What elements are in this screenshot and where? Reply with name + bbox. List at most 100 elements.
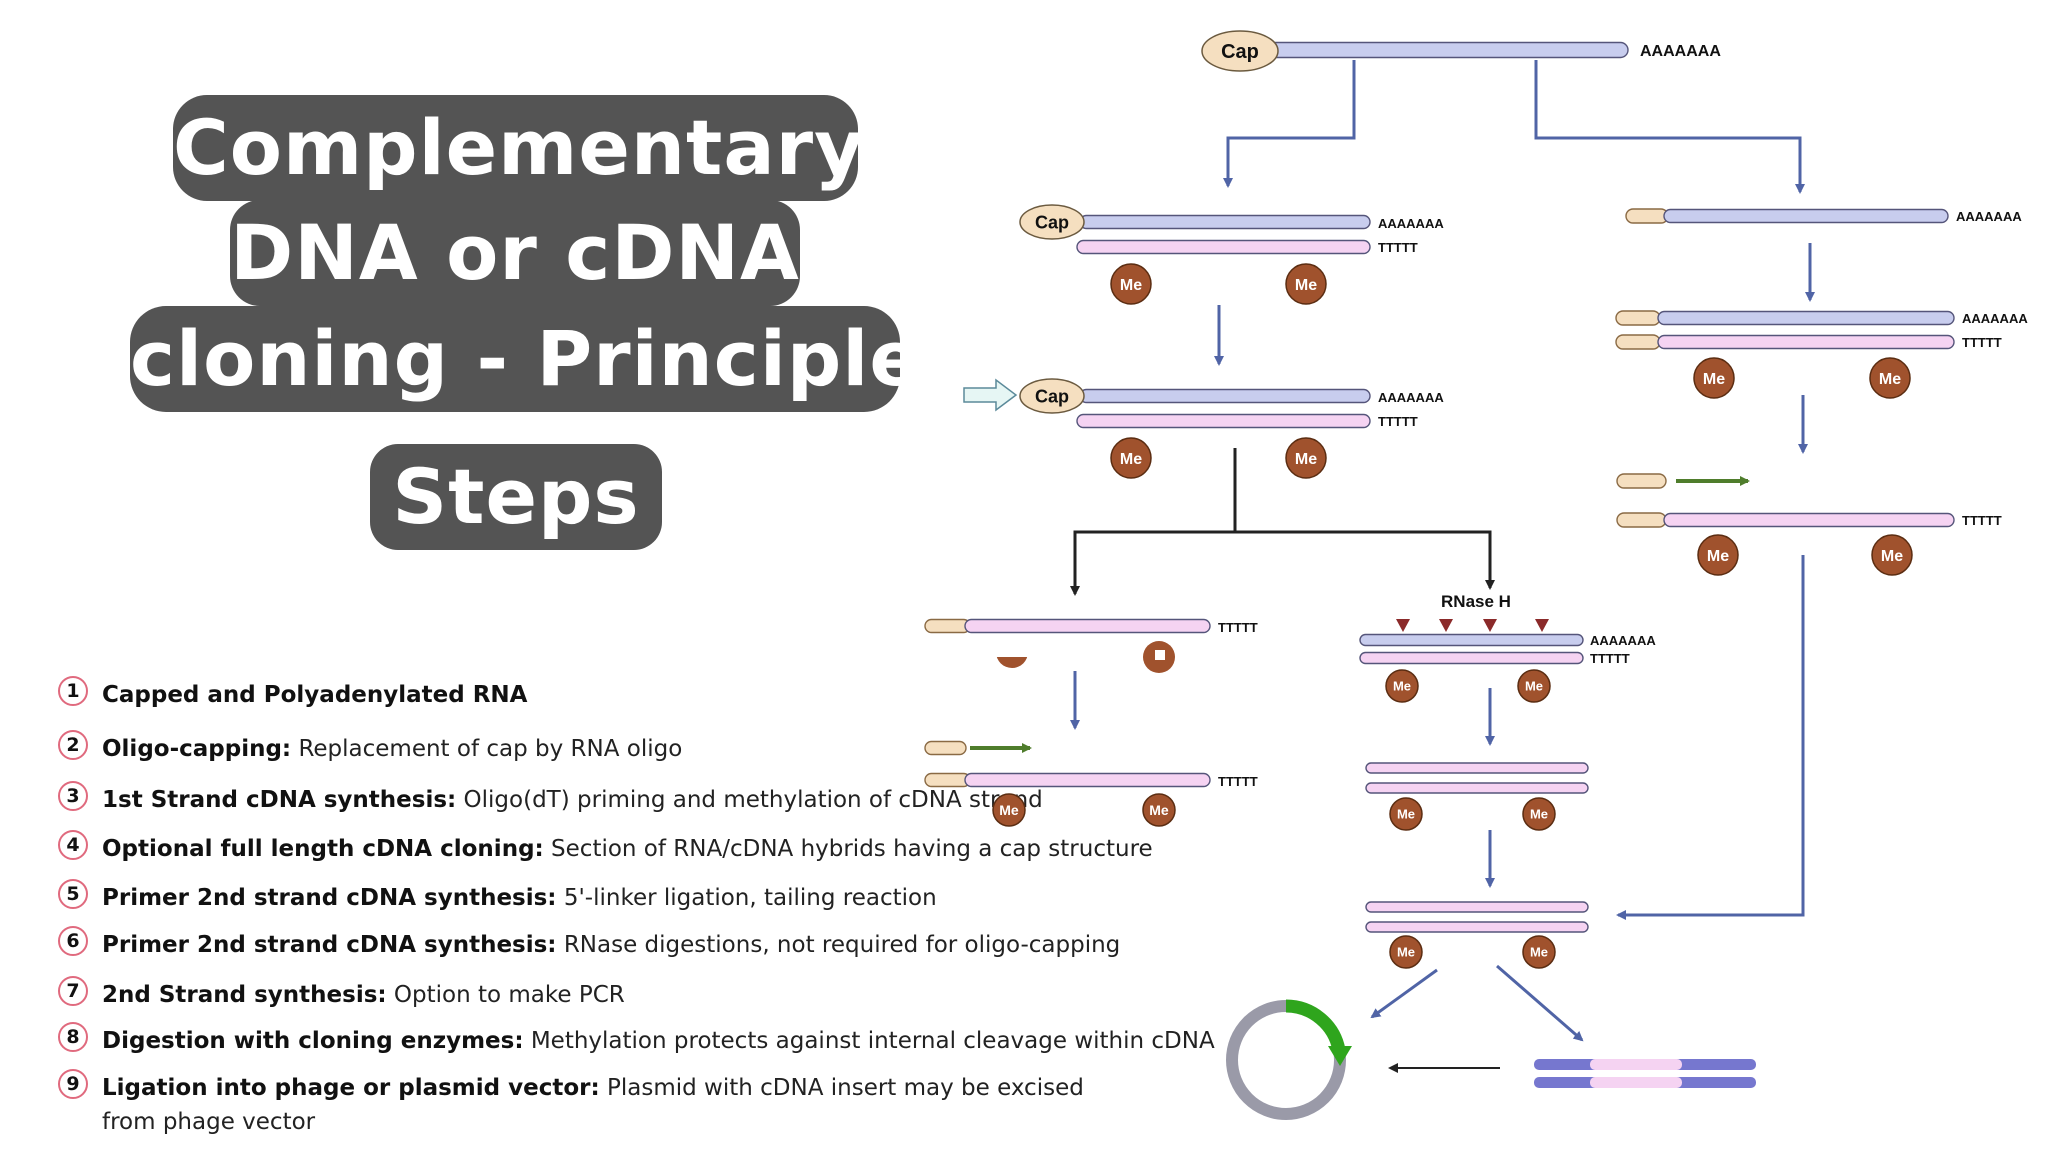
selection-arrow-icon: [963, 378, 1018, 412]
step-title: 2nd Strand synthesis:: [102, 982, 387, 1008]
methyl-group: [1693, 357, 1735, 399]
plasmid-insert-arc: [1285, 999, 1346, 1052]
cdna-strand: [1365, 782, 1589, 794]
methyl-group: [1285, 437, 1327, 479]
cdna-strand: [964, 618, 1211, 634]
polya-tail-label: AAAAAAA: [1640, 43, 1721, 60]
title-line-2: DNA or cDNA: [230, 200, 800, 306]
polyt-tail-label: TTTTT: [1378, 240, 1418, 255]
polya-tail-label: AAAAAAA: [1590, 633, 1656, 648]
rna-oligo: [1625, 208, 1669, 224]
rna-oligo: [1616, 473, 1667, 489]
cap-label: Cap: [1221, 41, 1259, 63]
step-number: 9: [58, 1069, 88, 1099]
step-detail: 5'-linker ligation, tailing reaction: [556, 885, 937, 911]
step-number: 6: [58, 926, 88, 956]
polya-tail-label: AAAAAAA: [1956, 209, 2022, 224]
rna-oligo: [1615, 310, 1661, 326]
polya-tail-label: AAAAAAA: [1378, 216, 1444, 231]
methyl-label: Me: [999, 802, 1019, 818]
step-number: 4: [58, 830, 88, 860]
step-3: 3 1st Strand cDNA synthesis: Oligo(dT) p…: [58, 781, 1118, 821]
mrna-strand: [1359, 633, 1584, 647]
rna-oligo: [1615, 334, 1661, 350]
rna-oligo: [1616, 512, 1667, 528]
methyl-group: [992, 793, 1026, 827]
step-number: 5: [58, 879, 88, 909]
title-line-3: cloning - Principle,: [130, 306, 951, 412]
mrna-strand: [1657, 310, 1955, 326]
methyl-label: Me: [1120, 451, 1142, 468]
methyl-label: Me: [1295, 451, 1317, 468]
branch-arrow-right: [1534, 60, 1805, 194]
step-2: 2 Oligo-capping: Replacement of cap by R…: [58, 730, 1118, 770]
step-text: Primer 2nd strand cDNA synthesis: RNase …: [102, 928, 1120, 962]
polya-tail-label: AAAAAAA: [1378, 390, 1444, 405]
methyl-group: [1517, 669, 1551, 703]
step-number: 3: [58, 781, 88, 811]
cdna-strand: [1359, 651, 1584, 665]
step-text: Oligo-capping: Replacement of cap by RNA…: [102, 732, 682, 766]
step-text: Primer 2nd strand cDNA synthesis: 5'-lin…: [102, 881, 937, 915]
step-text: Capped and Polyadenylated RNA: [102, 678, 527, 712]
split-arrow-left: [1070, 530, 1235, 596]
methyl-group: [1871, 534, 1913, 576]
step-detail: Option to make PCR: [386, 982, 625, 1008]
methyl-label: Me: [1295, 277, 1317, 294]
cap-label: Cap: [1035, 212, 1069, 232]
cdna-strand: [1663, 512, 1955, 528]
methyl-group: [1389, 935, 1423, 969]
mrna-strand: [1267, 41, 1629, 59]
digested-gap: [1155, 650, 1165, 660]
step-number: 2: [58, 730, 88, 760]
step-8: 8 Digestion with cloning enzymes: Methyl…: [58, 1022, 1215, 1062]
polyt-tail-label: TTTTT: [1218, 620, 1258, 635]
cap-label: Cap: [1035, 386, 1069, 406]
methyl-label: Me: [1120, 277, 1142, 294]
step-title: Digestion with cloning enzymes:: [102, 1028, 524, 1054]
methyl-group: [1285, 263, 1327, 305]
branch-arrow-left: [1223, 60, 1356, 188]
step-text: 2nd Strand synthesis: Option to make PCR: [102, 978, 625, 1012]
polyt-tail-label: TTTTT: [1962, 335, 2002, 350]
process-arrow: [1370, 968, 1438, 1019]
methyl-label: Me: [1393, 679, 1411, 694]
step-detail: Plasmid with cDNA insert may be excised …: [102, 1075, 1084, 1135]
methyl-group: [1522, 935, 1556, 969]
rnase-h-label: RNase H: [1441, 592, 1511, 611]
methyl-label: Me: [1879, 371, 1901, 388]
mrna-strand: [1079, 388, 1371, 404]
methyl-label: Me: [1149, 802, 1169, 818]
step-9: 9 Ligation into phage or plasmid vector:…: [58, 1069, 1118, 1149]
methyl-label: Me: [1525, 679, 1543, 694]
rnase-cut-site-icon: [1439, 619, 1453, 632]
mrna-strand: [1079, 214, 1371, 230]
step-text: 1st Strand cDNA synthesis: Oligo(dT) pri…: [102, 783, 1043, 817]
step-number: 7: [58, 976, 88, 1006]
cap-structure: [1019, 204, 1085, 240]
step-number: 1: [58, 676, 88, 706]
methyl-label: Me: [1530, 945, 1548, 960]
digested-gap: [994, 652, 1030, 657]
step-title: Ligation into phage or plasmid vector:: [102, 1075, 600, 1101]
step-detail: Oligo(dT) priming and methylation of cDN…: [456, 787, 1043, 813]
cdna-strand: [1657, 334, 1955, 350]
cdna-strand: [1365, 901, 1589, 913]
methyl-group: [1110, 437, 1152, 479]
step-title: Oligo-capping:: [102, 736, 292, 762]
rna-oligo: [924, 618, 971, 634]
methyl-group: [1142, 793, 1176, 827]
methyl-label: Me: [1703, 371, 1725, 388]
rnase-cut-site-icon: [1483, 619, 1497, 632]
step-7: 7 2nd Strand synthesis: Option to make P…: [58, 976, 1118, 1016]
step-text: Optional full length cDNA cloning: Secti…: [102, 832, 1153, 866]
step-title: Primer 2nd strand cDNA synthesis:: [102, 885, 557, 911]
cdna-strand: [1365, 762, 1589, 774]
polyt-tail-label: TTTTT: [1218, 774, 1258, 789]
step-1: 1 Capped and Polyadenylated RNA: [58, 676, 1118, 716]
methyl-group: [1385, 669, 1419, 703]
polya-tail-label: AAAAAAA: [1962, 311, 2028, 326]
step-detail: RNase digestions, not required for oligo…: [556, 932, 1121, 958]
step-title: Capped and Polyadenylated RNA: [102, 682, 528, 708]
